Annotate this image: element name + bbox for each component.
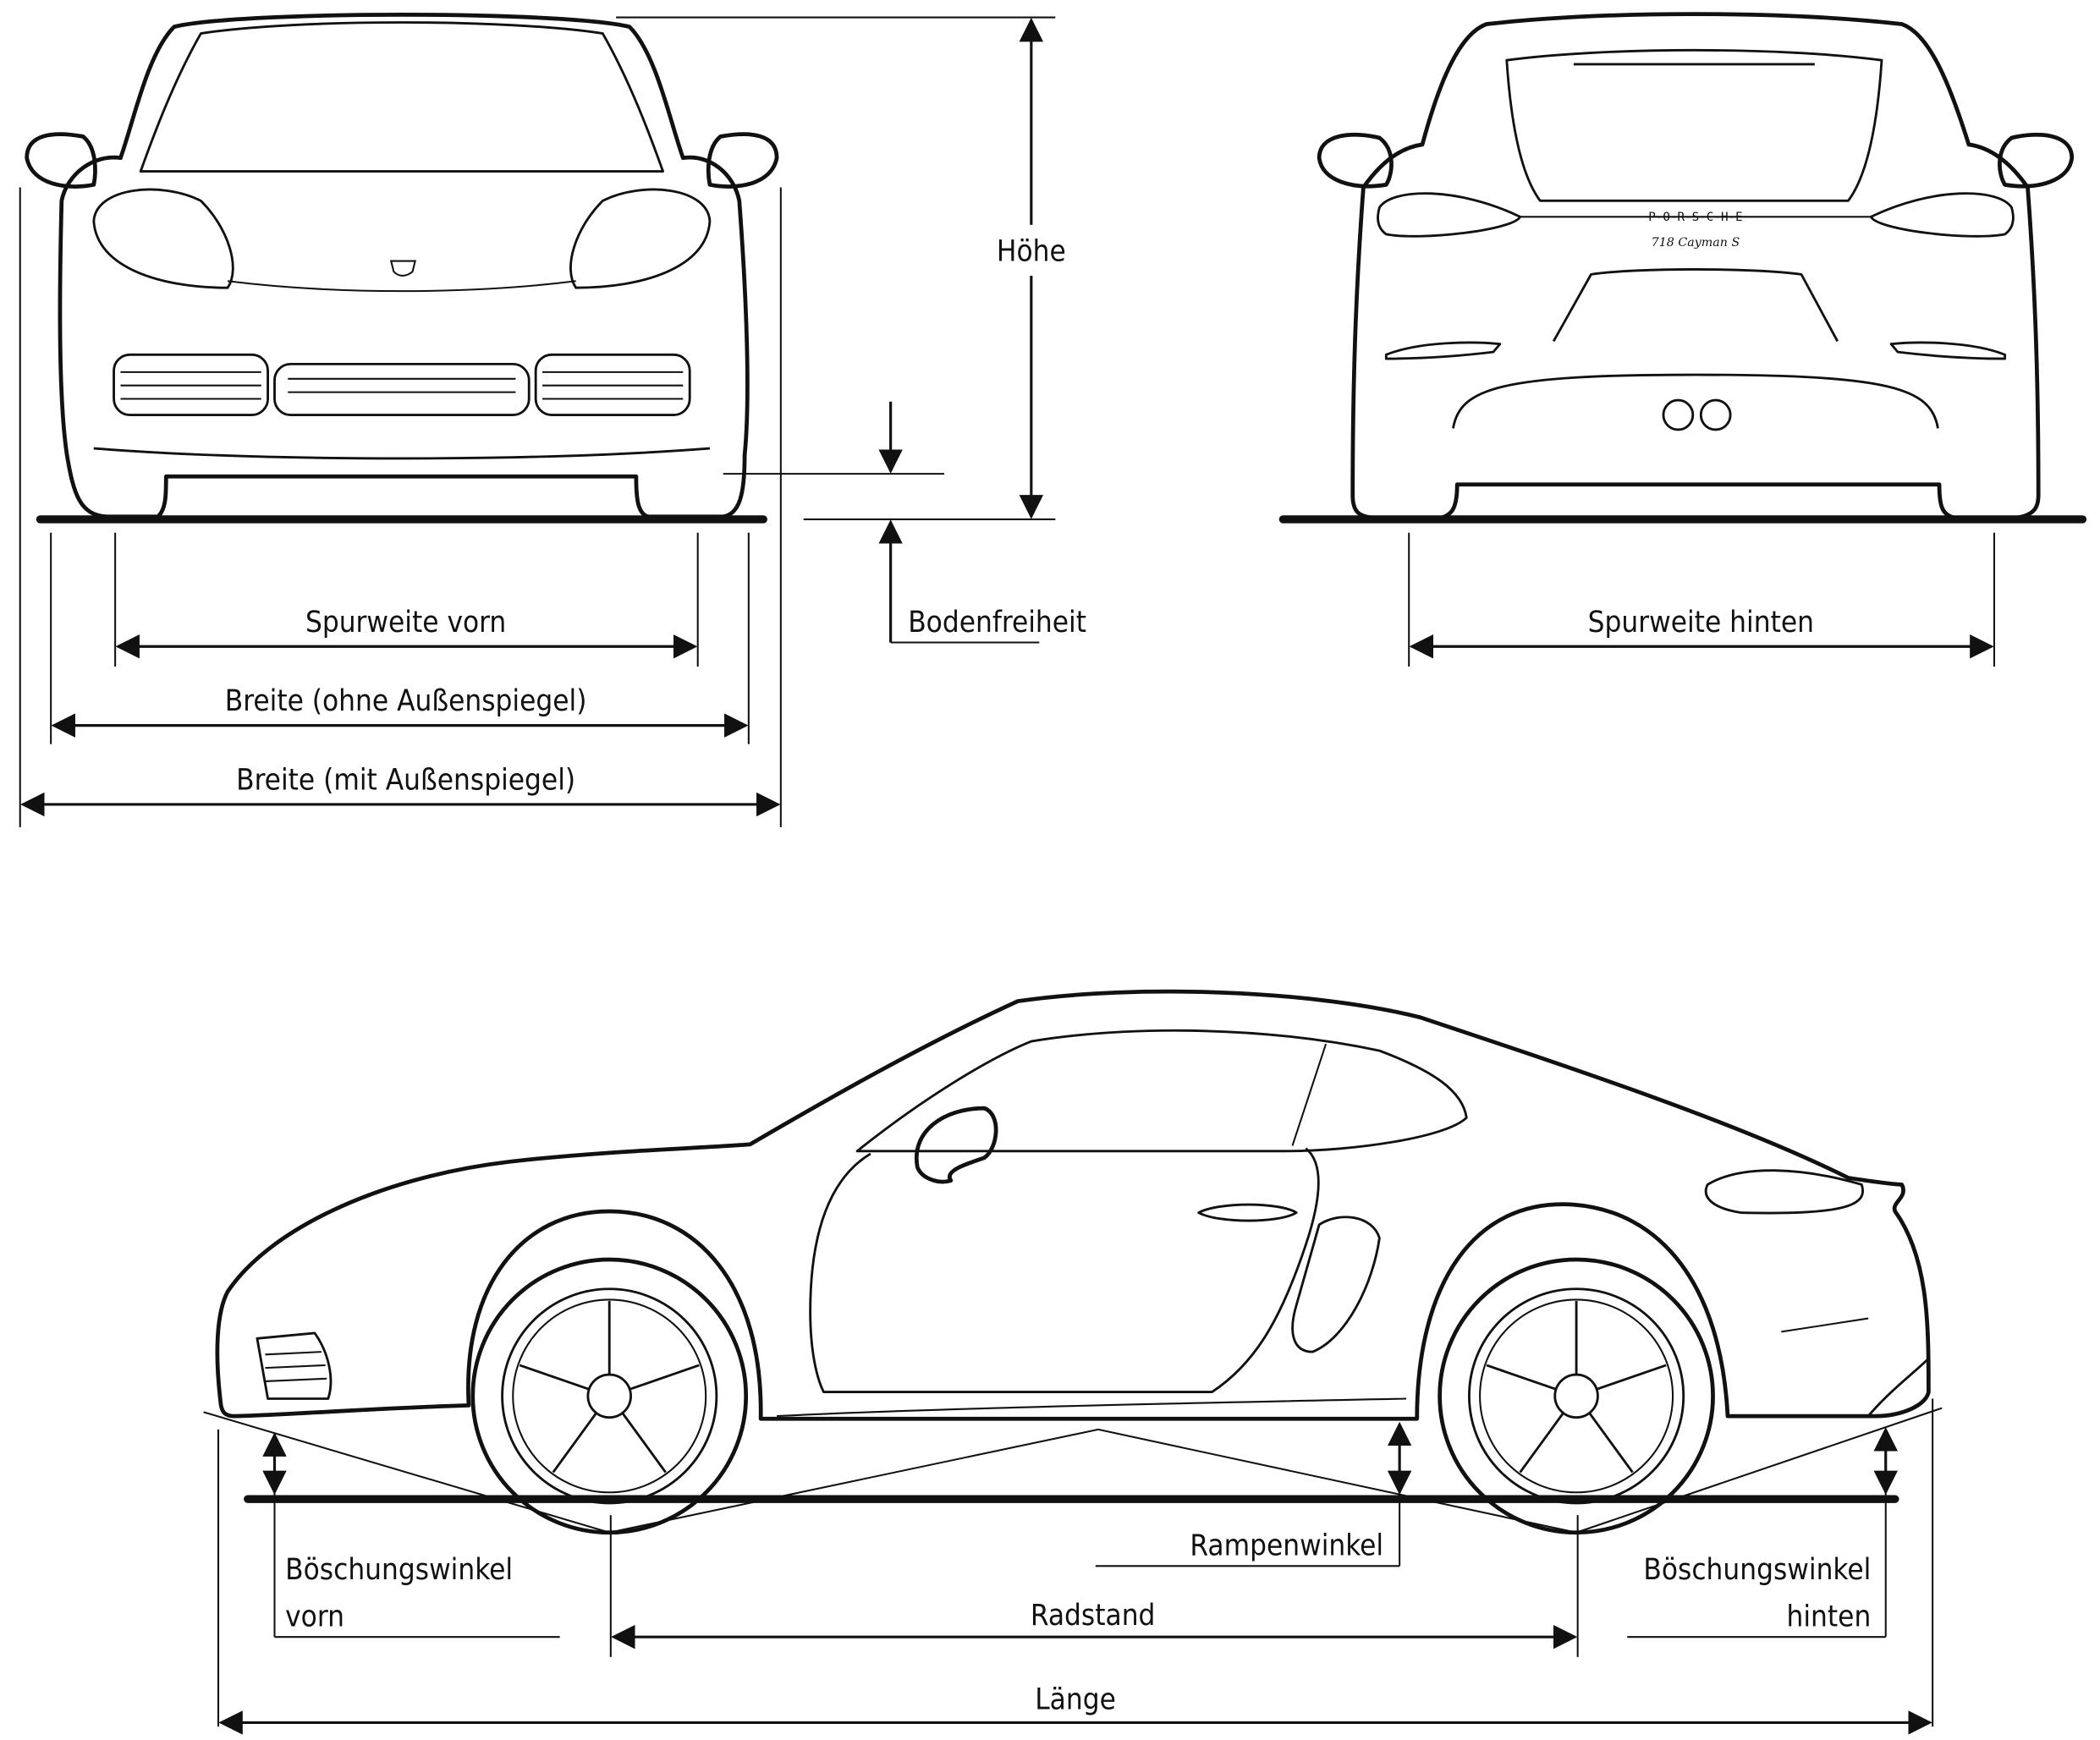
label-bodenfreiheit: Bodenfreiheit (908, 606, 1086, 639)
side-body-outline (215, 989, 1931, 1421)
side-window (855, 1029, 1468, 1153)
front-dimensions: Spurweite vorn Breite (ohne Außenspiegel… (19, 16, 1086, 827)
side-rear-reflector (1781, 1317, 1869, 1333)
label-spurweite-vorn: Spurweite vorn (305, 606, 506, 639)
side-door (809, 1147, 1320, 1394)
side-dimensions: Böschungswinkel vorn Rampenwinkel Böschu… (217, 1398, 1934, 1735)
rear-mirror-left (1317, 132, 1394, 189)
rear-exhaust-right (1699, 398, 1732, 431)
rear-window (1505, 48, 1883, 202)
front-intake-center (273, 362, 530, 416)
side-mirror (914, 1106, 998, 1184)
side-rear-wheel (1438, 1257, 1715, 1535)
side-rocker-line (777, 1397, 1407, 1418)
label-laenge: Länge (1035, 1683, 1116, 1717)
side-window-pillar (1291, 1043, 1328, 1146)
rear-reflector-right (1889, 341, 2007, 360)
front-headlight-right (569, 188, 712, 289)
front-body-outline (58, 13, 750, 519)
side-taillight (1704, 1169, 1864, 1215)
side-angle-lines (203, 1407, 1943, 1534)
rear-exhaust-left (1662, 398, 1695, 431)
side-front-intake-slats (265, 1351, 327, 1382)
rear-model-badge: 718 Cayman S (1652, 236, 1740, 250)
rear-reflector-left (1384, 341, 1502, 360)
front-intake-left (113, 353, 270, 416)
rear-plate-recess (1552, 268, 1839, 343)
label-radstand: Radstand (1031, 1599, 1156, 1633)
label-boeschung-vorn-1: Böschungswinkel (285, 1553, 513, 1587)
rear-view: P-O-R-S-C-H-E 718 Cayman S (1278, 12, 2087, 524)
side-front-intake (256, 1331, 333, 1400)
front-intake-right (534, 353, 691, 416)
label-breite-mit: Breite (mit Außenspiegel) (236, 764, 575, 798)
side-view (203, 989, 1943, 1535)
front-crest (389, 260, 417, 277)
rear-body-outline (1350, 12, 2041, 520)
front-grille-slats (120, 371, 684, 400)
label-boeschung-vorn-2: vorn (285, 1600, 344, 1634)
label-spurweite-hinten: Spurweite hinten (1588, 606, 1814, 639)
label-breite-ohne: Breite (ohne Außenspiegel) (225, 684, 587, 718)
rear-mirror-right (1998, 132, 2075, 189)
label-hoehe: Höhe (997, 235, 1066, 269)
rear-taillight-left (1377, 192, 1522, 238)
front-mirror-right (706, 132, 779, 189)
front-headlight-left (92, 188, 234, 289)
front-hood-line (227, 280, 576, 293)
rear-diffuser (1452, 373, 1939, 429)
label-boeschung-hinten-2: hinten (1787, 1600, 1872, 1634)
front-view (25, 13, 779, 524)
label-boeschung-hinten-1: Böschungswinkel (1643, 1553, 1871, 1587)
front-lower-lip (93, 447, 711, 460)
label-rampenwinkel: Rampenwinkel (1190, 1529, 1383, 1563)
side-intake (1291, 1216, 1381, 1353)
rear-dimensions: Spurweite hinten (1408, 532, 1995, 667)
rear-brand-badge: P-O-R-S-C-H-E (1648, 211, 1742, 224)
front-mirror-left (25, 132, 97, 189)
side-rear-diffuser (1867, 1358, 1930, 1417)
side-front-wheel (470, 1257, 749, 1535)
rear-taillight-right (1869, 192, 2015, 238)
side-door-handle (1197, 1203, 1298, 1222)
front-windshield (139, 21, 664, 173)
